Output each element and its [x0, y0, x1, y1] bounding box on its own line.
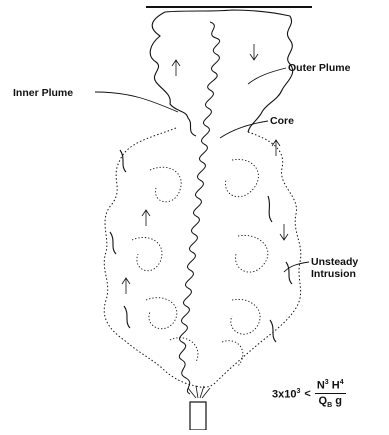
formula-numerator: N3 H4: [315, 377, 346, 394]
inner-dotted-swirls: [132, 159, 268, 366]
intrusion-strokes: [110, 150, 292, 342]
label-unsteady-line2: Intrusion: [311, 268, 358, 280]
source-nozzle: [190, 402, 206, 430]
flow-arrows: [122, 44, 288, 294]
nozzle-rays: [188, 386, 210, 398]
leader-core: [220, 121, 268, 138]
formula-denominator: QB g: [319, 394, 342, 412]
label-inner-plume: Inner Plume: [13, 87, 73, 99]
outer-dotted-boundary: [104, 128, 301, 387]
formula-fraction: N3 H4 QB g: [315, 377, 346, 412]
formula-operator: <: [304, 388, 310, 400]
stability-formula: 3x103 < N3 H4 QB g: [272, 377, 346, 412]
label-unsteady-line1: Unsteady: [311, 256, 358, 268]
helical-core: [179, 22, 219, 394]
formula-lhs: 3x103: [272, 388, 300, 401]
leader-outer-plume: [248, 68, 286, 84]
label-core: Core: [270, 115, 294, 127]
leader-inner-plume: [95, 92, 178, 112]
label-outer-plume: Outer Plume: [288, 62, 350, 74]
label-unsteady-intrusion: Unsteady Intrusion: [311, 256, 358, 280]
